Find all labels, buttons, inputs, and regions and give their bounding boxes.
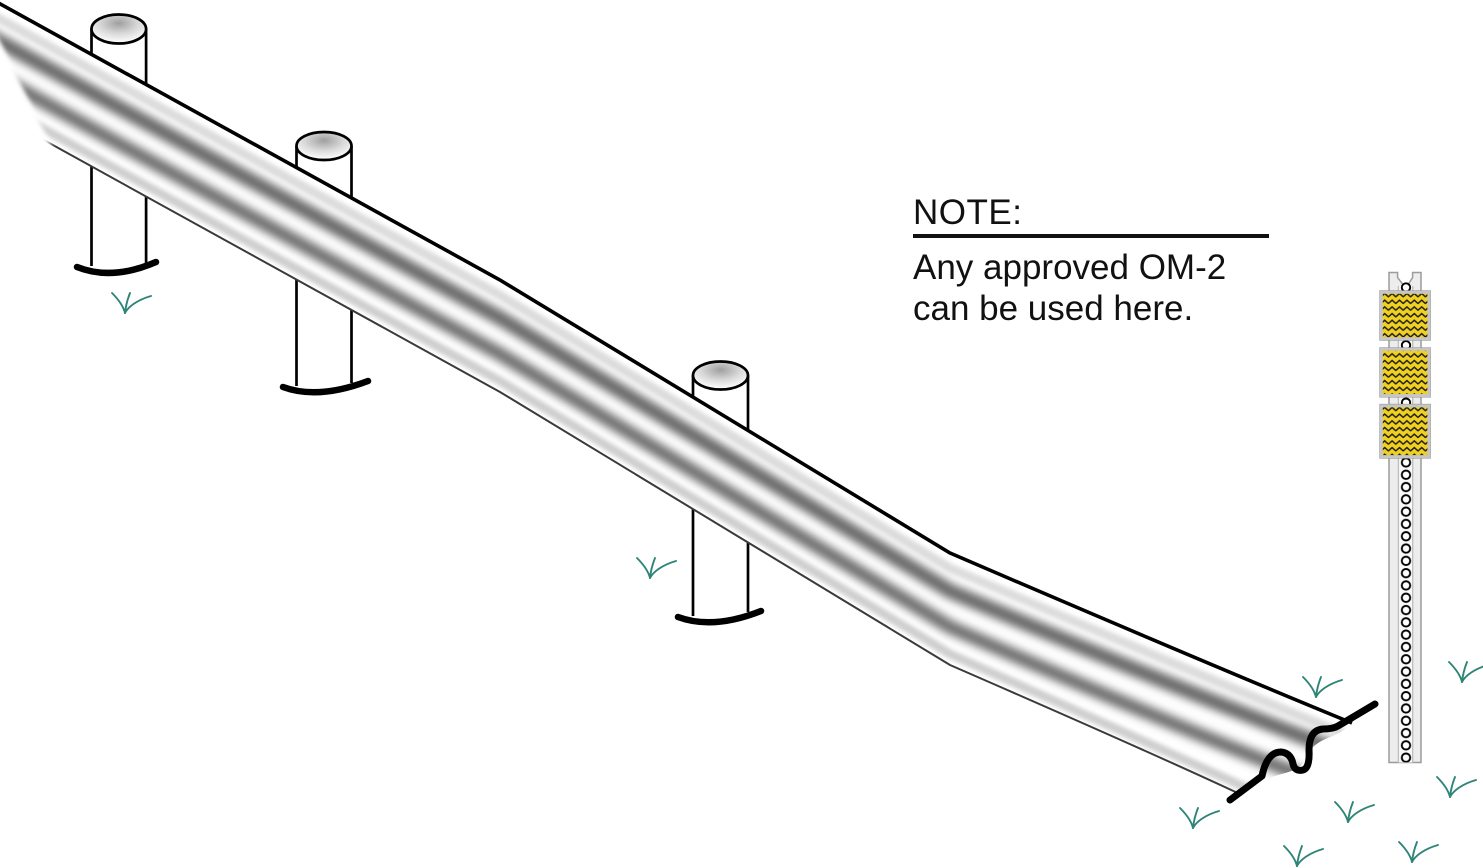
rail-bottom-edge bbox=[0, 114, 1243, 796]
post-ground-line-3 bbox=[674, 607, 765, 626]
grass-tuft bbox=[1179, 807, 1220, 829]
post-ground-line-1 bbox=[73, 258, 160, 277]
grass-tuft bbox=[1398, 841, 1439, 863]
om2-object-marker bbox=[1379, 271, 1431, 764]
ground-break-line bbox=[1226, 700, 1379, 804]
grass-tuft bbox=[1448, 661, 1483, 683]
grass-tuft bbox=[1436, 776, 1477, 798]
rail-top-edge bbox=[0, 1, 1353, 725]
grass-tuft bbox=[1302, 676, 1343, 698]
marker-post-hole-column bbox=[1400, 456, 1412, 763]
grass-tuft bbox=[111, 292, 152, 314]
om2-reflective-panel-2 bbox=[1379, 347, 1431, 398]
note-underline bbox=[913, 234, 1269, 238]
w-beam-guardrail bbox=[0, 1, 1353, 796]
grass-tuft bbox=[1283, 845, 1324, 867]
note: NOTE: Any approved OM-2 can be used here… bbox=[913, 195, 1293, 329]
om2-reflective-panel-1 bbox=[1379, 290, 1431, 341]
note-line-1: Any approved OM-2 bbox=[913, 248, 1227, 287]
grass-tuft bbox=[1334, 801, 1375, 823]
post-ground-line-2 bbox=[279, 377, 372, 396]
rail-left-end-bevel bbox=[0, 41, 62, 168]
note-heading: NOTE: bbox=[913, 193, 1023, 232]
note-line-2: can be used here. bbox=[913, 289, 1194, 328]
grass-tuft bbox=[636, 557, 677, 579]
om2-reflective-panel-3 bbox=[1379, 403, 1431, 459]
note-body: Any approved OM-2 can be used here. bbox=[913, 247, 1293, 329]
